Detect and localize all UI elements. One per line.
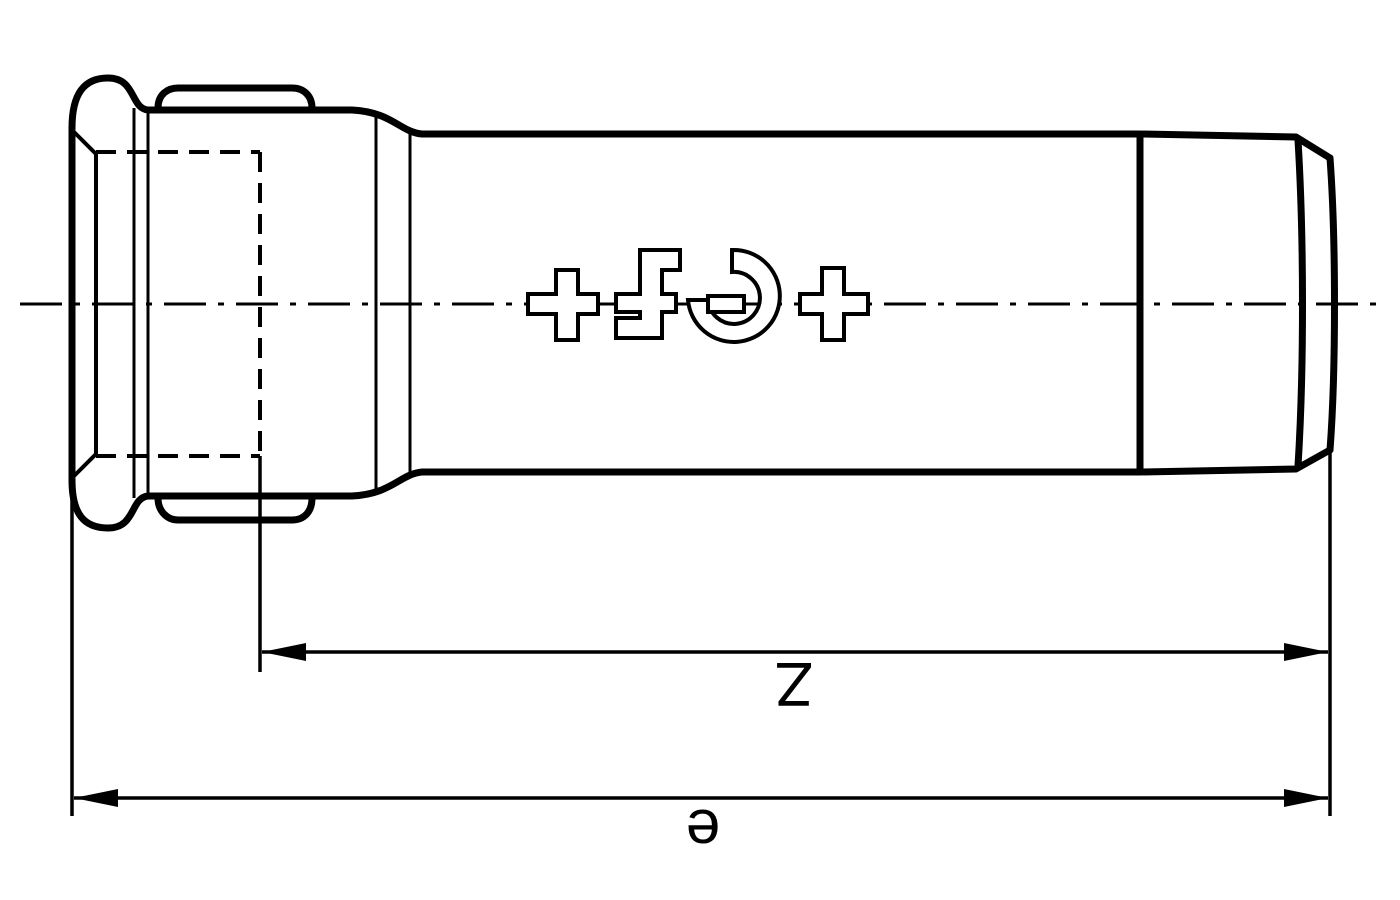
- dimension-arrow-z-left: [262, 643, 306, 661]
- spigot-chamfer-line: [1294, 136, 1306, 470]
- logo-plus-right: [798, 266, 870, 342]
- hidden-socket-lines: [96, 150, 262, 458]
- dimension-arrow-e-right: [1284, 789, 1328, 807]
- fitting-body: [68, 74, 1338, 532]
- o-ring-groove-lower: [154, 494, 316, 524]
- body-top-contour: [144, 106, 1334, 162]
- body-bottom-contour: [144, 446, 1334, 500]
- o-ring-groove-upper: [154, 84, 316, 112]
- bead-mouth-chamfer: [70, 128, 98, 480]
- dimension-z-label: Z: [775, 649, 813, 718]
- logo-letter-f: [614, 248, 682, 340]
- dimension-e: e: [74, 789, 1328, 865]
- dimension-z: Z: [262, 643, 1328, 718]
- spigot-end: [1326, 154, 1338, 454]
- logo-g-bar: [706, 294, 746, 314]
- logo-plus-left: [526, 268, 600, 342]
- dimension-arrow-e-left: [74, 789, 118, 807]
- dimension-e-label: e: [686, 796, 720, 865]
- logo-letter-g: [685, 247, 782, 344]
- press-seal-bead: [68, 74, 152, 532]
- dimension-arrow-z-right: [1284, 643, 1328, 661]
- gf-logo-mark: [526, 247, 870, 344]
